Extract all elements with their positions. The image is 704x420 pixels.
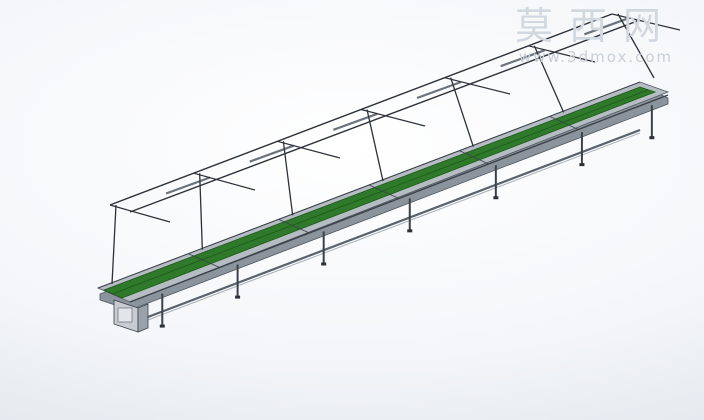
table-joint (459, 150, 489, 165)
motor-panel (117, 307, 133, 323)
overhead-light-fixture (165, 176, 211, 195)
table-joint (278, 218, 310, 234)
overhead-cross-member (360, 108, 426, 127)
leg-foot (579, 163, 585, 167)
overhead-post (366, 109, 384, 182)
table-joint (188, 253, 220, 268)
overhead-post (111, 204, 117, 285)
overhead-cross-member (528, 45, 596, 63)
overhead-light-fixture (249, 144, 295, 163)
overhead-cross-member (109, 204, 171, 223)
overhead-post (282, 141, 294, 216)
overhead-light-fixture (416, 80, 462, 100)
leg-foot (649, 136, 655, 140)
overhead-cross-member (611, 13, 681, 31)
overhead-post (617, 13, 655, 79)
overhead-frame (109, 13, 681, 285)
overhead-cross-member (277, 140, 341, 159)
leg-foot (321, 262, 327, 266)
table-segment-joints (188, 115, 579, 268)
support-legs (159, 105, 655, 328)
lower-frame (139, 105, 655, 328)
overhead-post (533, 45, 565, 113)
belt-center-line (111, 89, 649, 295)
leg-foot (493, 196, 499, 200)
drive-motor-unit (113, 299, 149, 333)
overhead-post (199, 173, 203, 250)
motor-box-side (137, 303, 149, 333)
lower-stretcher-shadow (139, 132, 641, 324)
overhead-light-fixture (332, 112, 378, 131)
overhead-post (450, 77, 474, 147)
leg-foot (235, 295, 241, 299)
conveyor-table (96, 81, 670, 311)
overhead-light-fixture (583, 17, 629, 36)
table-joint (549, 115, 579, 130)
table-joint (368, 184, 400, 199)
lower-stretcher (139, 128, 641, 322)
overhead-cross-member (444, 77, 511, 95)
overhead-cross-member (193, 172, 256, 191)
leg-foot (159, 324, 165, 328)
leg-foot (407, 229, 413, 233)
